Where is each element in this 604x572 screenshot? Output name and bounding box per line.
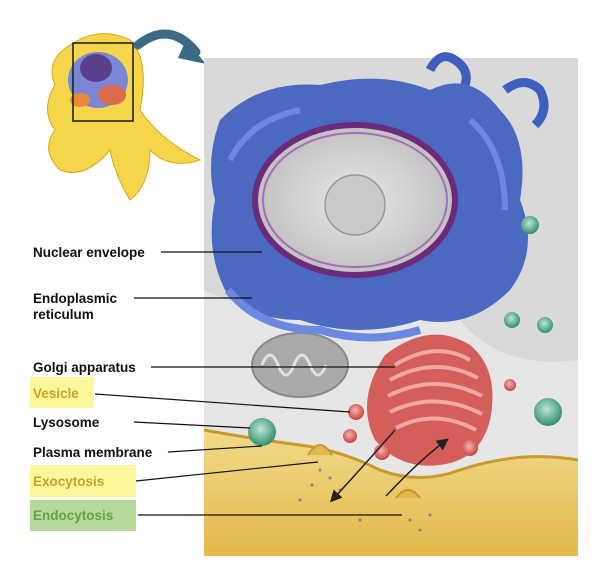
leader-lines [94, 251, 402, 516]
exocytosis-site [307, 444, 333, 456]
endocytosis-site [395, 489, 421, 499]
label-endocytosis: Endocytosis [33, 508, 114, 523]
thumbnail-cell [47, 33, 202, 201]
lysosome-shape [248, 418, 276, 446]
plasma-membrane-shape [203, 428, 579, 479]
label-lysosome: Lysosome [33, 415, 100, 430]
exocytosis-highlight [30, 465, 136, 497]
label-reticulum: reticulum [33, 307, 94, 322]
endocytosis-highlight [30, 500, 136, 531]
label-endoplasmic: Endoplasmic [33, 291, 118, 306]
main-cell-section [203, 52, 579, 556]
label-golgi-apparatus: Golgi apparatus [33, 360, 136, 375]
label-nuclear-envelope: Nuclear envelope [33, 245, 145, 260]
vesicle-shape [348, 404, 364, 420]
label-vesicle: Vesicle [33, 386, 79, 401]
vesicle-highlight [30, 377, 94, 408]
label-plasma-membrane: Plasma membrane [33, 445, 153, 460]
mitochondrion [251, 332, 349, 398]
nuclear-envelope-shape [252, 122, 458, 278]
label-exocytosis: Exocytosis [33, 474, 105, 489]
nucleolus [324, 174, 386, 236]
